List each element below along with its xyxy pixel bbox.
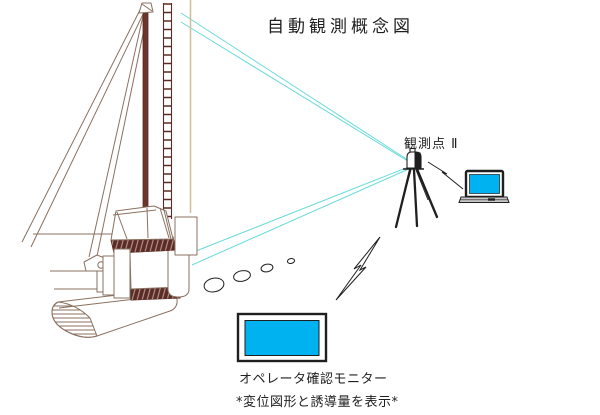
cab-windshield-line bbox=[116, 211, 128, 240]
mast-pulley bbox=[138, 2, 154, 14]
mast bbox=[142, 4, 149, 211]
side-box bbox=[174, 216, 198, 256]
laptop-computer bbox=[458, 169, 510, 203]
tripod-brace-2 bbox=[415, 169, 429, 201]
laptop-touchpad bbox=[488, 198, 495, 201]
instrument-head-dark bbox=[414, 152, 421, 168]
lightning-bolt-icon-large bbox=[335, 236, 381, 301]
tripod-leg-center bbox=[412, 168, 419, 228]
tripod-leg-right bbox=[415, 167, 439, 219]
cab-corner-line-2 bbox=[163, 209, 172, 240]
cable-long-1 bbox=[21, 5, 143, 243]
laptop-screen bbox=[469, 174, 500, 194]
tripod-brace-1 bbox=[399, 169, 412, 211]
mast-pulley-line bbox=[141, 3, 153, 12]
pile-driver-machine bbox=[21, 0, 198, 338]
cable-long-2 bbox=[30, 7, 147, 248]
trail-ellipse-1 bbox=[203, 277, 225, 293]
operator-monitor-screen bbox=[236, 312, 328, 363]
cab bbox=[110, 205, 174, 241]
total-station-on-tripod bbox=[394, 147, 439, 229]
beam-upper-2 bbox=[180, 21, 412, 164]
diagram-title: 自動観測概念図 bbox=[267, 17, 414, 37]
cable-short-2 bbox=[95, 9, 149, 262]
beam-lower-2 bbox=[191, 167, 412, 266]
footnote-text: *変位図形と誘導量を表示* bbox=[236, 395, 399, 410]
trail-ellipse-4 bbox=[286, 258, 296, 264]
cable-short-1 bbox=[88, 6, 146, 258]
survey-beam-lines bbox=[180, 12, 412, 266]
cab-corner-line-1 bbox=[159, 207, 170, 239]
trail-ellipse-3 bbox=[260, 263, 274, 273]
observation-point-label: 観測点 Ⅱ bbox=[404, 137, 459, 152]
monitor-caption: オペレータ確認モニター bbox=[239, 372, 388, 387]
wireless-links bbox=[335, 161, 464, 301]
ellipse-dot-trail bbox=[203, 258, 296, 293]
beam-lower-1 bbox=[195, 165, 412, 252]
leader-ladder bbox=[163, 3, 172, 230]
cab-window-divider bbox=[146, 207, 149, 239]
lightning-bolt-icon-small bbox=[427, 161, 464, 190]
chassis-strip-ticks bbox=[128, 286, 180, 300]
trail-ellipse-2 bbox=[233, 270, 251, 282]
track-tread-end bbox=[51, 301, 98, 338]
front-post-2 bbox=[102, 255, 115, 296]
cab-roof-line bbox=[112, 209, 157, 216]
monitor-screen bbox=[244, 320, 320, 356]
beam-upper-1 bbox=[180, 12, 412, 163]
front-post-1 bbox=[113, 248, 131, 299]
